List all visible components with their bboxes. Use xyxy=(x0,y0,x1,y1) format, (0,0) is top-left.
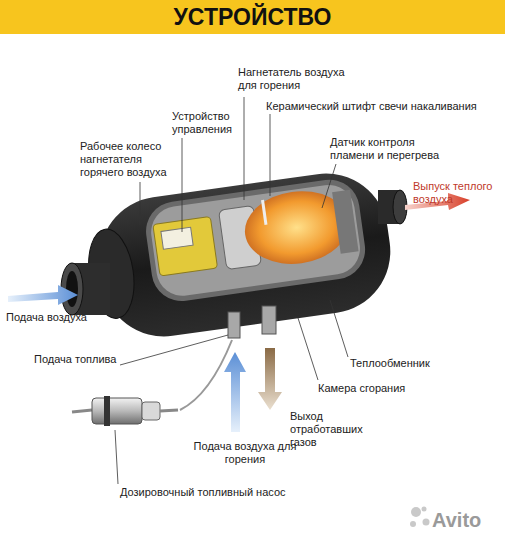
watermark: Avito xyxy=(432,508,481,532)
flow-label: Подача топлива xyxy=(34,353,116,366)
combustion-air-arrow xyxy=(224,352,246,432)
part-label: Датчик контроля пламени и перегрева xyxy=(330,136,452,162)
part-label: Устройство управления xyxy=(172,110,254,136)
pipe xyxy=(228,312,240,338)
part-label: Камера сгорания xyxy=(318,382,405,395)
cutaway xyxy=(142,176,369,305)
part-label: Керамический штифт свечи накаливания xyxy=(266,100,477,113)
pipe xyxy=(262,306,276,334)
part-label: Нагнетатель воздуха для горения xyxy=(238,66,356,92)
housing xyxy=(92,166,399,345)
flow-label: Выход отработавших газов xyxy=(290,410,380,449)
title: УСТРОЙСТВО xyxy=(0,0,505,34)
part-label: Дозировочный топливный насос xyxy=(120,486,286,499)
flow-label: Подача воздуха для горения xyxy=(190,440,300,466)
air-in-arrow xyxy=(8,285,78,305)
exhaust-arrow xyxy=(258,348,282,410)
control-unit xyxy=(153,216,218,276)
watermark-dots xyxy=(410,507,430,528)
flow-label: Подача воздуха xyxy=(6,311,87,324)
fuel-pump xyxy=(72,396,178,426)
part-label: Теплообменник xyxy=(350,357,430,370)
part-label: Рабочее колесо нагнетателя горячего возд… xyxy=(80,140,184,179)
flow-label: Выпуск теплого воздуха xyxy=(413,180,501,206)
